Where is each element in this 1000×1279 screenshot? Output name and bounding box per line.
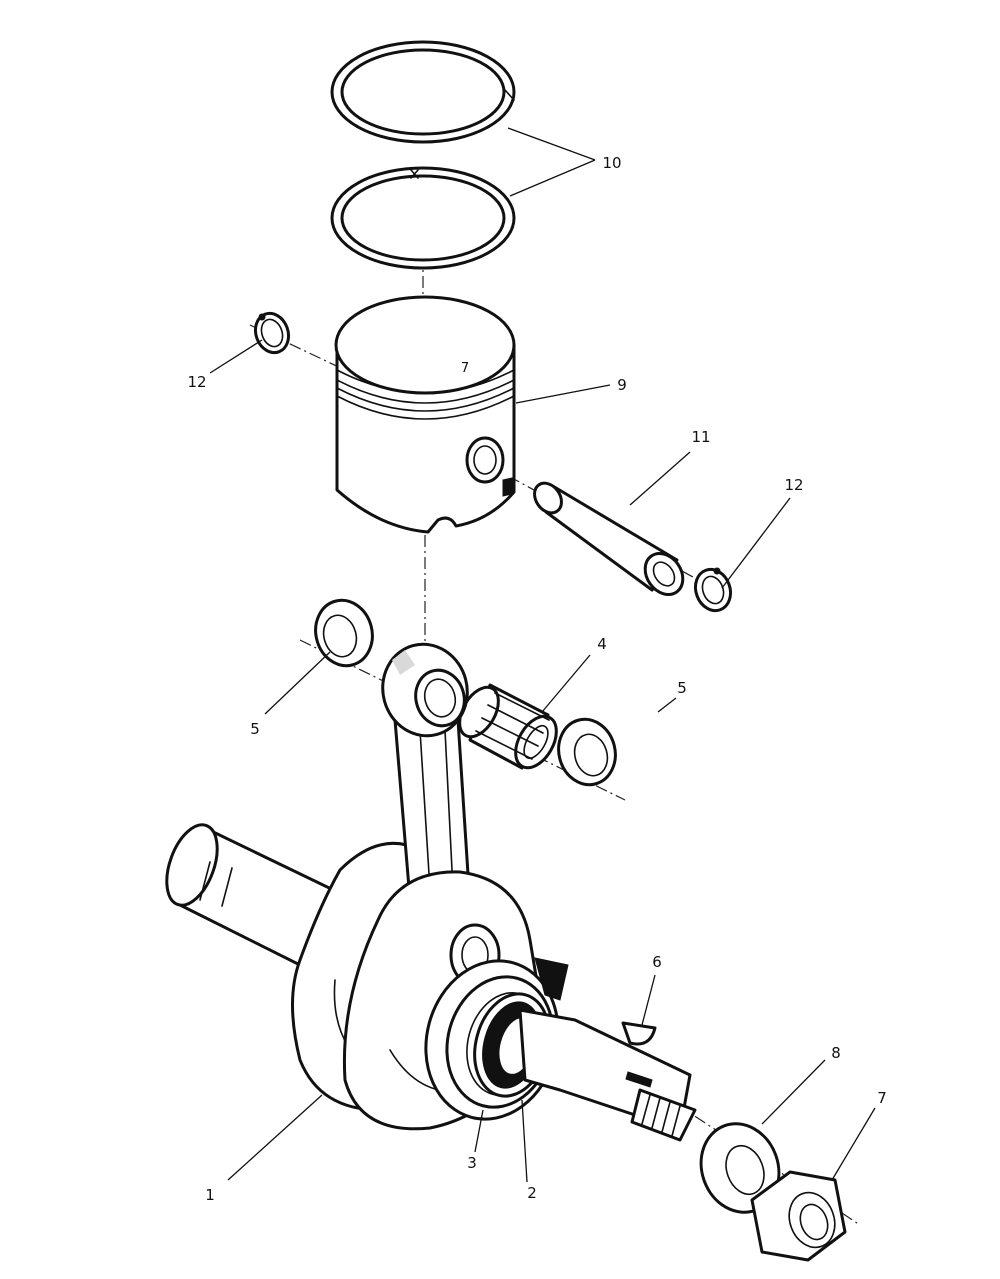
needle-bearing bbox=[458, 683, 558, 770]
callout-2: 2 bbox=[527, 1184, 537, 1202]
piston-ring-upper bbox=[330, 40, 516, 144]
hex-nut bbox=[750, 1170, 847, 1262]
piston-ring-lower bbox=[330, 166, 516, 270]
crankshaft-taper-end bbox=[518, 1008, 697, 1142]
callout-8: 8 bbox=[831, 1044, 841, 1062]
callout-3: 3 bbox=[467, 1154, 477, 1172]
callout-12-left: 12 bbox=[187, 373, 206, 391]
callout-12-right: 12 bbox=[784, 476, 803, 494]
leader-lines bbox=[209, 127, 876, 1183]
callout-11: 11 bbox=[691, 428, 710, 446]
woodruff-key bbox=[621, 1021, 657, 1046]
thrust-washer-left bbox=[314, 598, 374, 668]
piston: 7 bbox=[334, 295, 516, 534]
callout-6: 6 bbox=[652, 953, 662, 971]
connecting-rod bbox=[381, 642, 472, 907]
circlip-left bbox=[253, 311, 291, 355]
thrust-washer-right bbox=[557, 717, 617, 787]
callout-10: 10 bbox=[602, 154, 621, 172]
piston-arrow-mark: 7 bbox=[461, 361, 469, 376]
callout-1: 1 bbox=[205, 1186, 215, 1204]
piston-pin bbox=[533, 481, 685, 596]
callout-9: 9 bbox=[617, 376, 627, 394]
callout-5-left: 5 bbox=[250, 720, 260, 738]
circlip-right bbox=[693, 567, 733, 613]
callout-4: 4 bbox=[597, 635, 607, 653]
callout-labels: 10 12 9 11 12 4 5 5 6 8 7 3 2 1 bbox=[187, 154, 886, 1204]
callout-5-right: 5 bbox=[677, 679, 687, 697]
callout-7: 7 bbox=[877, 1089, 887, 1107]
